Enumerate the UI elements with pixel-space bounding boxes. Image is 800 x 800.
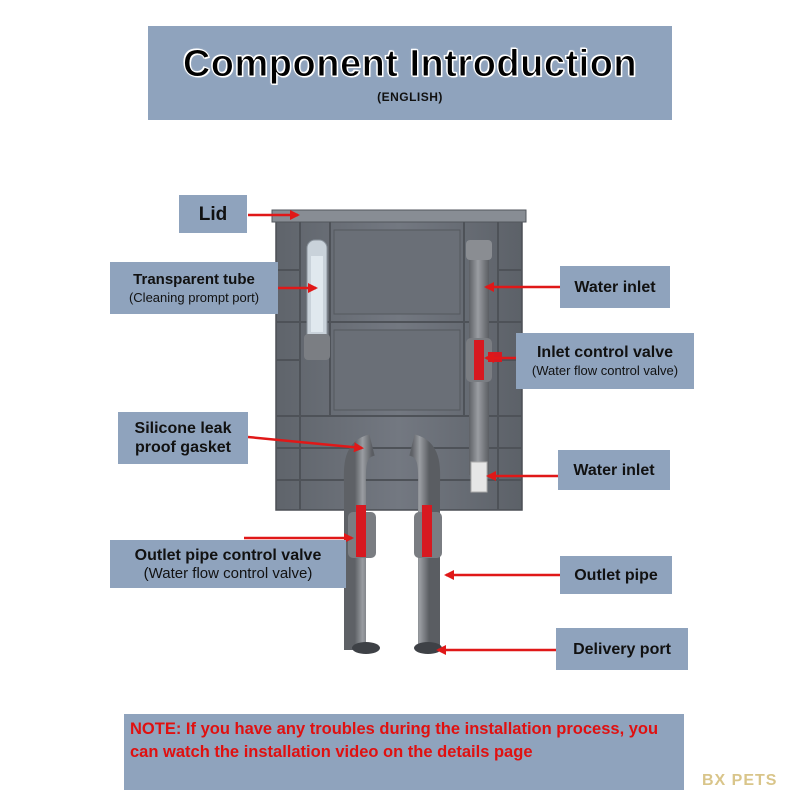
label-water-inlet-top-text: Water inlet bbox=[574, 278, 656, 296]
label-transparent-tube-sub: (Cleaning prompt port) bbox=[128, 290, 260, 305]
label-water-inlet-bottom: Water inlet bbox=[558, 450, 670, 490]
label-water-inlet-top: Water inlet bbox=[560, 266, 670, 308]
page-subtitle: (ENGLISH) bbox=[377, 89, 443, 104]
label-outlet-valve-text: Outlet pipe control valve bbox=[134, 547, 322, 564]
label-gasket-line1: Silicone leak bbox=[134, 420, 232, 437]
installation-note: NOTE: If you have any troubles during th… bbox=[124, 714, 684, 790]
label-inlet-control-valve: Inlet control valve (Water flow control … bbox=[516, 333, 694, 389]
label-transparent-tube: Transparent tube (Cleaning prompt port) bbox=[110, 262, 278, 314]
brand-watermark: BX PETS bbox=[702, 772, 778, 789]
label-outlet-valve: Outlet pipe control valve (Water flow co… bbox=[110, 540, 346, 588]
label-delivery-port-text: Delivery port bbox=[573, 640, 671, 658]
outlet-valve-handle-right bbox=[422, 505, 432, 557]
label-gasket-line2: proof gasket bbox=[134, 439, 231, 456]
label-transparent-tube-text: Transparent tube bbox=[133, 271, 255, 288]
transparent-tube bbox=[304, 239, 330, 360]
label-lid-text: Lid bbox=[198, 203, 228, 225]
title-banner: Component Introduction (ENGLISH) bbox=[148, 26, 672, 120]
inlet-pipe bbox=[466, 240, 502, 493]
label-outlet-valve-sub: (Water flow control valve) bbox=[143, 565, 313, 582]
label-delivery-port: Delivery port bbox=[556, 628, 688, 670]
label-outlet-pipe: Outlet pipe bbox=[560, 556, 672, 594]
label-lid: Lid bbox=[179, 195, 247, 233]
lid bbox=[271, 209, 527, 223]
label-inlet-control-valve-text: Inlet control valve bbox=[536, 344, 674, 361]
inlet-valve-handle bbox=[474, 340, 484, 380]
label-outlet-pipe-text: Outlet pipe bbox=[574, 566, 658, 584]
label-silicone-gasket: Silicone leak proof gasket bbox=[118, 412, 248, 464]
outlet-valve-handle-left bbox=[356, 505, 366, 557]
outlet-pipes bbox=[343, 434, 442, 654]
page-title: Component Introduction bbox=[182, 42, 638, 85]
label-inlet-control-valve-sub: (Water flow control valve) bbox=[531, 363, 679, 378]
label-water-inlet-bottom-text: Water inlet bbox=[573, 461, 655, 479]
arrow-gasket bbox=[247, 435, 364, 453]
